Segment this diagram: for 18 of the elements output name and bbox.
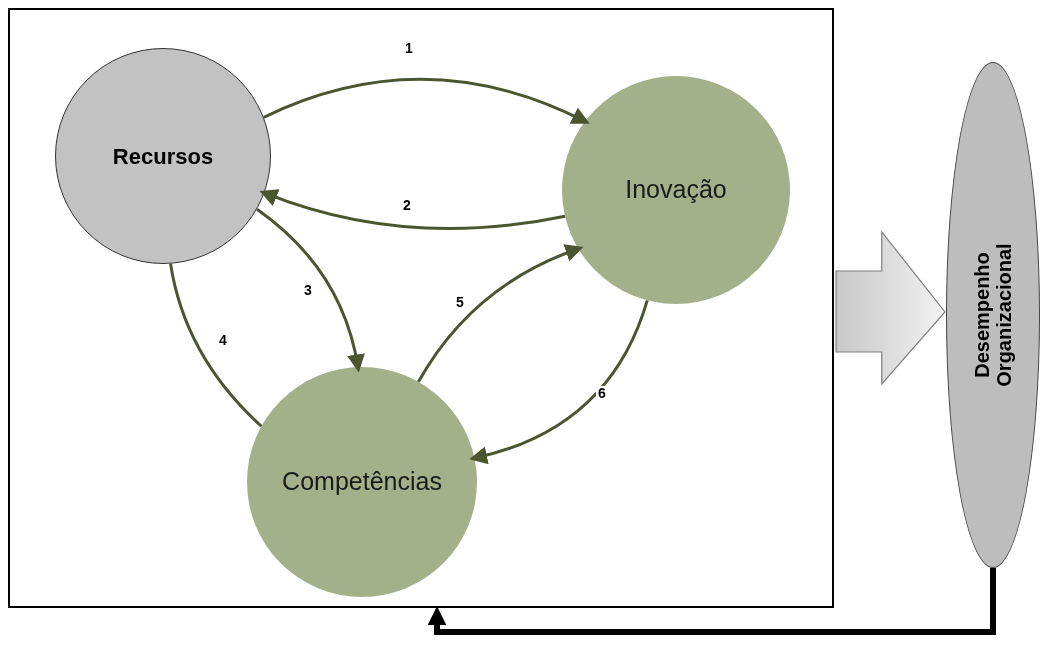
edge-label: 3: [302, 283, 314, 297]
arrow: [427, 568, 996, 635]
node-label: Inovação: [625, 174, 727, 206]
edge-label: 4: [217, 333, 229, 347]
node-label: Recursos: [112, 142, 214, 171]
edge-label: 1: [403, 41, 415, 55]
block-arrow: [835, 230, 946, 386]
arrow: [259, 188, 566, 230]
frame-box: [8, 8, 834, 608]
edge-label: 6: [596, 386, 608, 400]
arrow: [469, 299, 649, 464]
node-label: Competências: [282, 466, 442, 498]
arrow: [263, 77, 590, 125]
arrow: [256, 207, 365, 373]
edge-label: 2: [401, 198, 413, 212]
arrow: [417, 244, 584, 383]
edge-label: 5: [454, 295, 466, 309]
node-label: Desempenho Organizacional: [971, 242, 1015, 389]
